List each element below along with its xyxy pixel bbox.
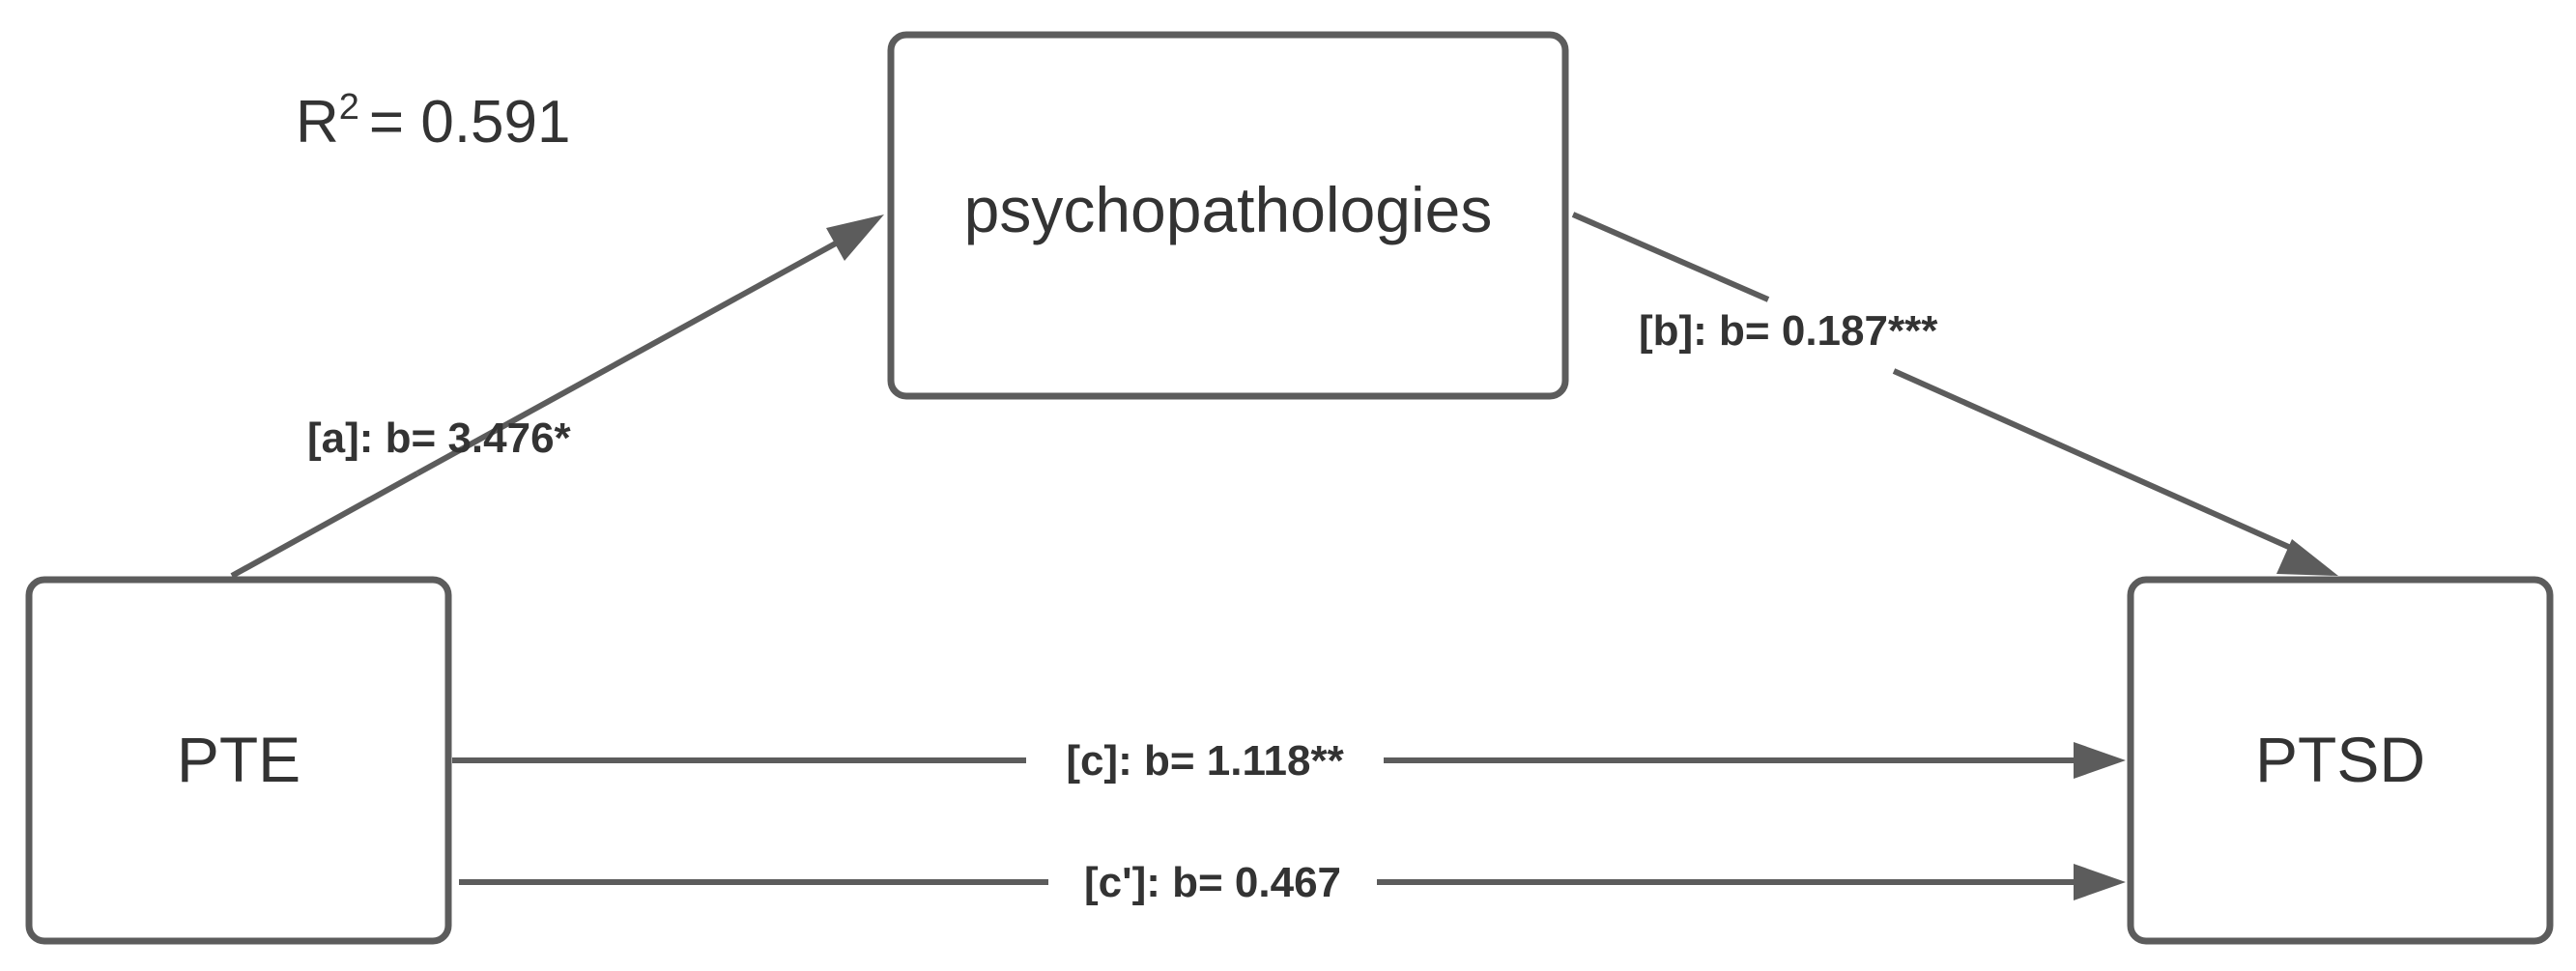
r-squared-symbol: R <box>296 89 339 156</box>
path-c-label-background <box>1026 736 1384 786</box>
path-c-label: [c]: b= 1.118** <box>1066 737 1344 785</box>
path-c-arrowhead <box>2074 742 2126 779</box>
node-outcome: PTSD <box>2127 576 2554 945</box>
r-squared-superscript: 2 <box>339 87 359 128</box>
path-b-line-upper <box>1571 212 1770 302</box>
node-outcome-box <box>2127 576 2554 945</box>
node-predictor: PTE <box>25 576 452 945</box>
path-a-arrowhead <box>826 214 884 261</box>
r-squared-label: R2= 0.591 <box>296 87 571 156</box>
node-predictor-box <box>25 576 452 945</box>
path-b-arrowhead <box>2276 539 2338 576</box>
path-a-line-upper <box>415 237 844 476</box>
r-squared-value: = 0.591 <box>369 89 571 156</box>
node-mediator: psychopathologies <box>887 31 1569 400</box>
path-b-label: [b]: b= 0.187*** <box>1639 307 1938 355</box>
path-b-line-lower <box>1892 368 2304 556</box>
path-c-prime-label-background <box>1048 858 1377 908</box>
node-mediator-box <box>887 31 1569 400</box>
path-a-label: [a]: b= 3.476* <box>307 414 572 462</box>
node-mediator-label: psychopathologies <box>964 174 1493 245</box>
node-predictor-label: PTE <box>177 724 301 795</box>
node-outcome-label: PTSD <box>2255 724 2425 795</box>
path-c-prime-label: [c']: b= 0.467 <box>1084 859 1341 906</box>
path-c-prime-arrowhead <box>2074 864 2126 900</box>
path-a-line-lower <box>230 471 419 579</box>
